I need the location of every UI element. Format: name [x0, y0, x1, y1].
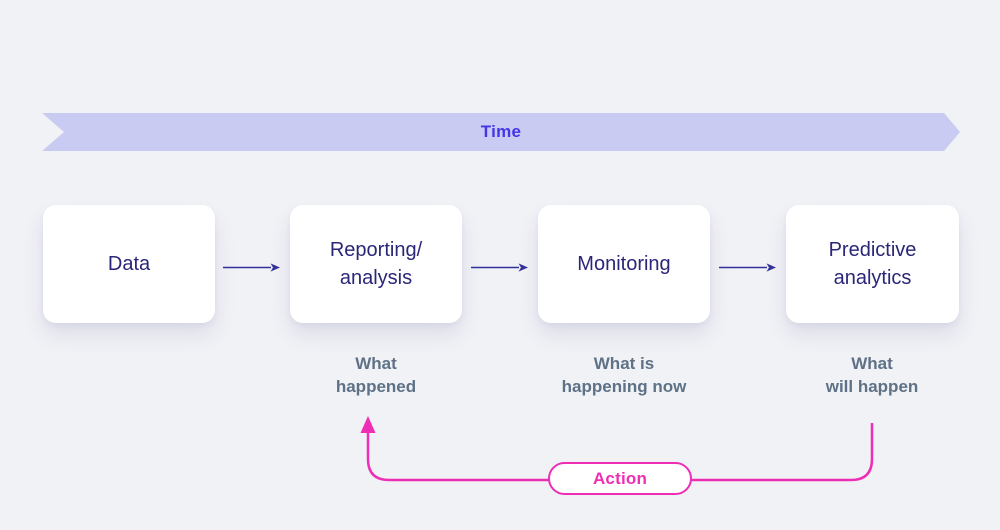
arrow-monitoring-to-predictive-icon — [719, 263, 776, 272]
caption-line: What is — [593, 354, 655, 373]
node-monitoring-label: Monitoring — [577, 253, 671, 275]
node-reporting-label-line2: analysis — [339, 267, 413, 289]
node-data-label: Data — [107, 253, 151, 275]
caption-what-is-happening-now: What is happening now — [504, 352, 744, 398]
node-reporting-analysis: Reporting/ analysis — [290, 205, 462, 323]
caption-what-will-happen: What will happen — [752, 352, 992, 398]
caption-line: What — [851, 354, 893, 373]
node-predictive-analytics: Predictive analytics — [786, 205, 959, 323]
node-monitoring: Monitoring — [538, 205, 710, 323]
caption-line: What — [355, 354, 397, 373]
arrow-reporting-to-monitoring-icon — [471, 263, 528, 272]
time-banner-label: Time — [480, 122, 522, 141]
action-label-pill: Action — [548, 462, 692, 495]
caption-line: happened — [335, 377, 417, 396]
action-label: Action — [592, 468, 648, 488]
node-predictive-label-line1: Predictive — [828, 239, 917, 261]
caption-line: happening now — [561, 377, 687, 396]
caption-line: will happen — [825, 377, 919, 396]
node-reporting-label-line1: Reporting/ — [329, 239, 423, 261]
node-predictive-label-line2: analytics — [833, 267, 912, 289]
node-data: Data — [43, 205, 215, 323]
arrow-data-to-reporting-icon — [223, 263, 280, 272]
time-banner: Time — [42, 113, 960, 151]
caption-what-happened: What happened — [256, 352, 496, 398]
